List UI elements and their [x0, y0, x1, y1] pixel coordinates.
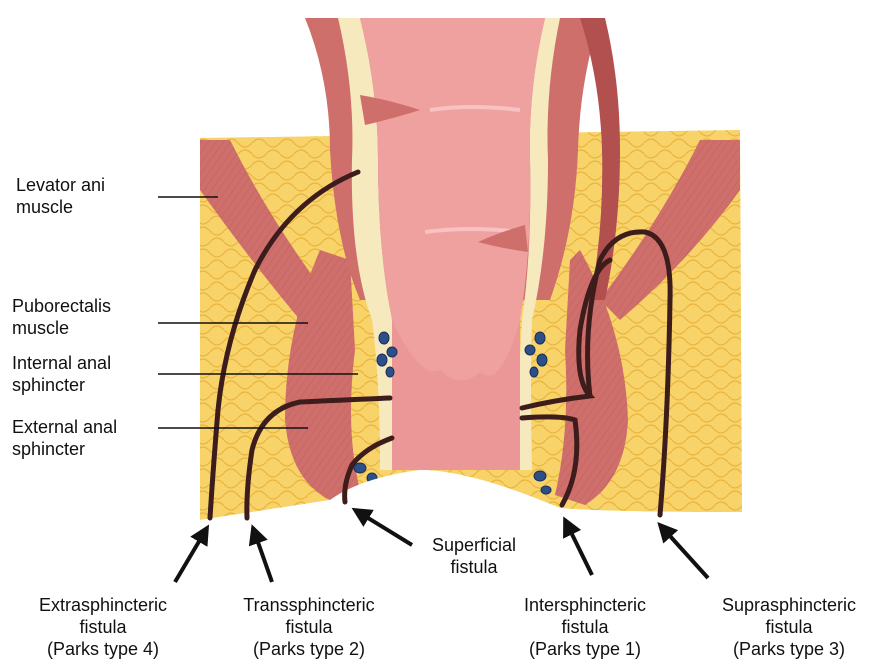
label-puborectalis: Puborectalis muscle [12, 295, 111, 339]
label-levator-ani: Levator ani muscle [16, 174, 105, 218]
label-suprasphincteric: Suprasphincteric fistula (Parks type 3) [696, 594, 882, 660]
label-transsphincteric: Transsphincteric fistula (Parks type 2) [214, 594, 404, 660]
label-external-anal-sphincter: External anal sphincter [12, 416, 117, 460]
label-extrasphincteric: Extrasphincteric fistula (Parks type 4) [8, 594, 198, 660]
label-internal-anal-sphincter: Internal anal sphincter [12, 352, 111, 396]
label-superficial: Superficial fistula [404, 534, 544, 578]
label-intersphincteric: Intersphincteric fistula (Parks type 1) [500, 594, 670, 660]
